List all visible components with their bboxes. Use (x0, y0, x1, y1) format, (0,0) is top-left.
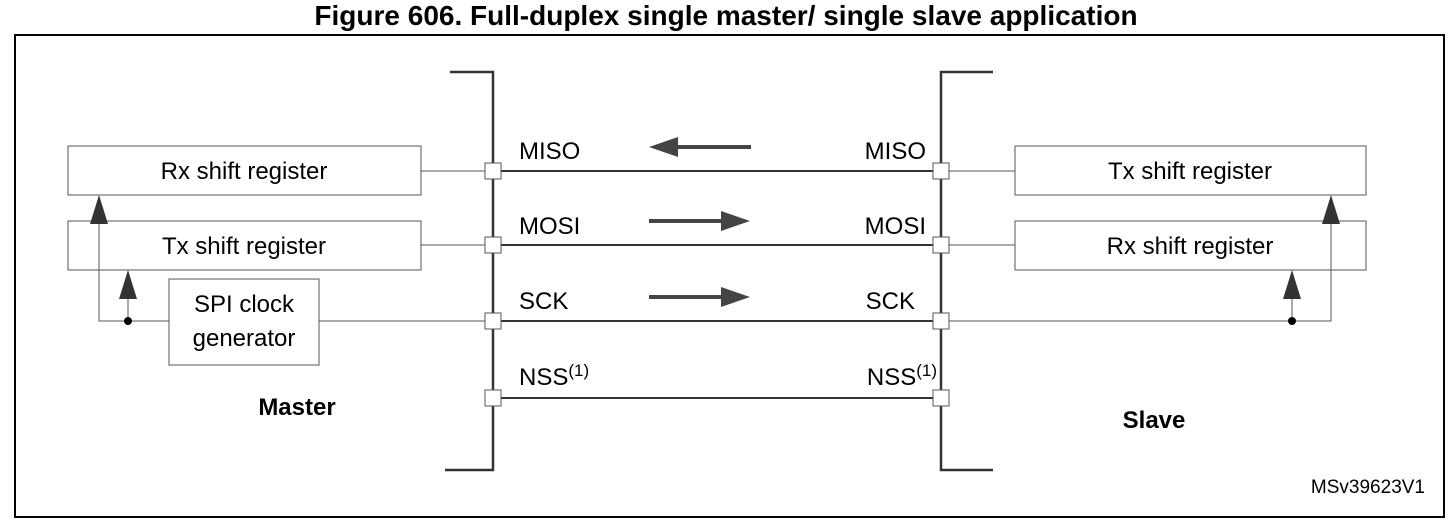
slave-tx-clock-arrow (1322, 195, 1340, 224)
slave-rx-clock-arrow (1283, 270, 1301, 299)
master-label: Master (258, 394, 335, 421)
slave-nss-label: NSS(1) (867, 361, 937, 391)
slave-miso-label: MISO (865, 138, 926, 165)
slave-label: Slave (1123, 407, 1186, 434)
slave-tx-shift-register-label: Tx shift register (1108, 158, 1272, 185)
master-miso-label: MISO (519, 138, 580, 165)
slave-nss-text: NSS (867, 364, 916, 391)
master-rx-shift-register-label: Rx shift register (161, 158, 328, 185)
slave-nss-pin (932, 389, 950, 407)
master-tx-shift-register (67, 220, 422, 271)
slave-sck-pin (932, 312, 950, 330)
spi-clock-generator-label-line2: generator (193, 325, 296, 352)
master-nss-label: NSS(1) (519, 361, 589, 391)
spi-clock-generator-label-line1: SPI clock (194, 291, 295, 318)
master-miso-pin (484, 162, 502, 180)
master-bus-bracket (445, 70, 495, 472)
slave-tx-shift-register (1014, 145, 1367, 196)
master-rx-clock-arrow (90, 195, 108, 224)
master-rx-shift-register (67, 145, 422, 196)
sck-direction-arrow-head (721, 287, 750, 307)
master-nss-pin (484, 389, 502, 407)
master-nss-footnote: (1) (568, 361, 589, 380)
slave-bus-bracket (939, 70, 993, 472)
slave-nss-footnote: (1) (916, 361, 937, 380)
master-tx-shift-register-label: Tx shift register (162, 233, 326, 260)
reference-code: MSv39623V1 (1311, 477, 1425, 498)
slave-mosi-pin (932, 236, 950, 254)
slave-clock-wire (947, 222, 1332, 322)
slave-rx-shift-register-label: Rx shift register (1107, 233, 1274, 260)
miso-direction-arrow-head (649, 137, 678, 157)
master-clock-feedback-wire (98, 205, 169, 322)
mosi-direction-arrow-head (721, 211, 750, 231)
slave-rx-shift-register (1014, 220, 1367, 271)
master-tx-clock-arrow (119, 270, 137, 299)
slave-sck-label: SCK (866, 288, 915, 315)
slave-clock-junction (1288, 317, 1296, 325)
figure-title: Figure 606. Full-duplex single master/ s… (314, 0, 1138, 31)
master-mosi-pin (484, 236, 502, 254)
master-sck-pin (484, 312, 502, 330)
master-sck-label: SCK (519, 288, 568, 315)
slave-mosi-label: MOSI (865, 213, 926, 240)
slave-miso-pin (932, 162, 950, 180)
master-mosi-label: MOSI (519, 213, 580, 240)
master-clock-junction (124, 317, 132, 325)
spi-clock-generator (168, 278, 320, 366)
figure-frame (14, 34, 1445, 518)
master-nss-text: NSS (519, 364, 568, 391)
